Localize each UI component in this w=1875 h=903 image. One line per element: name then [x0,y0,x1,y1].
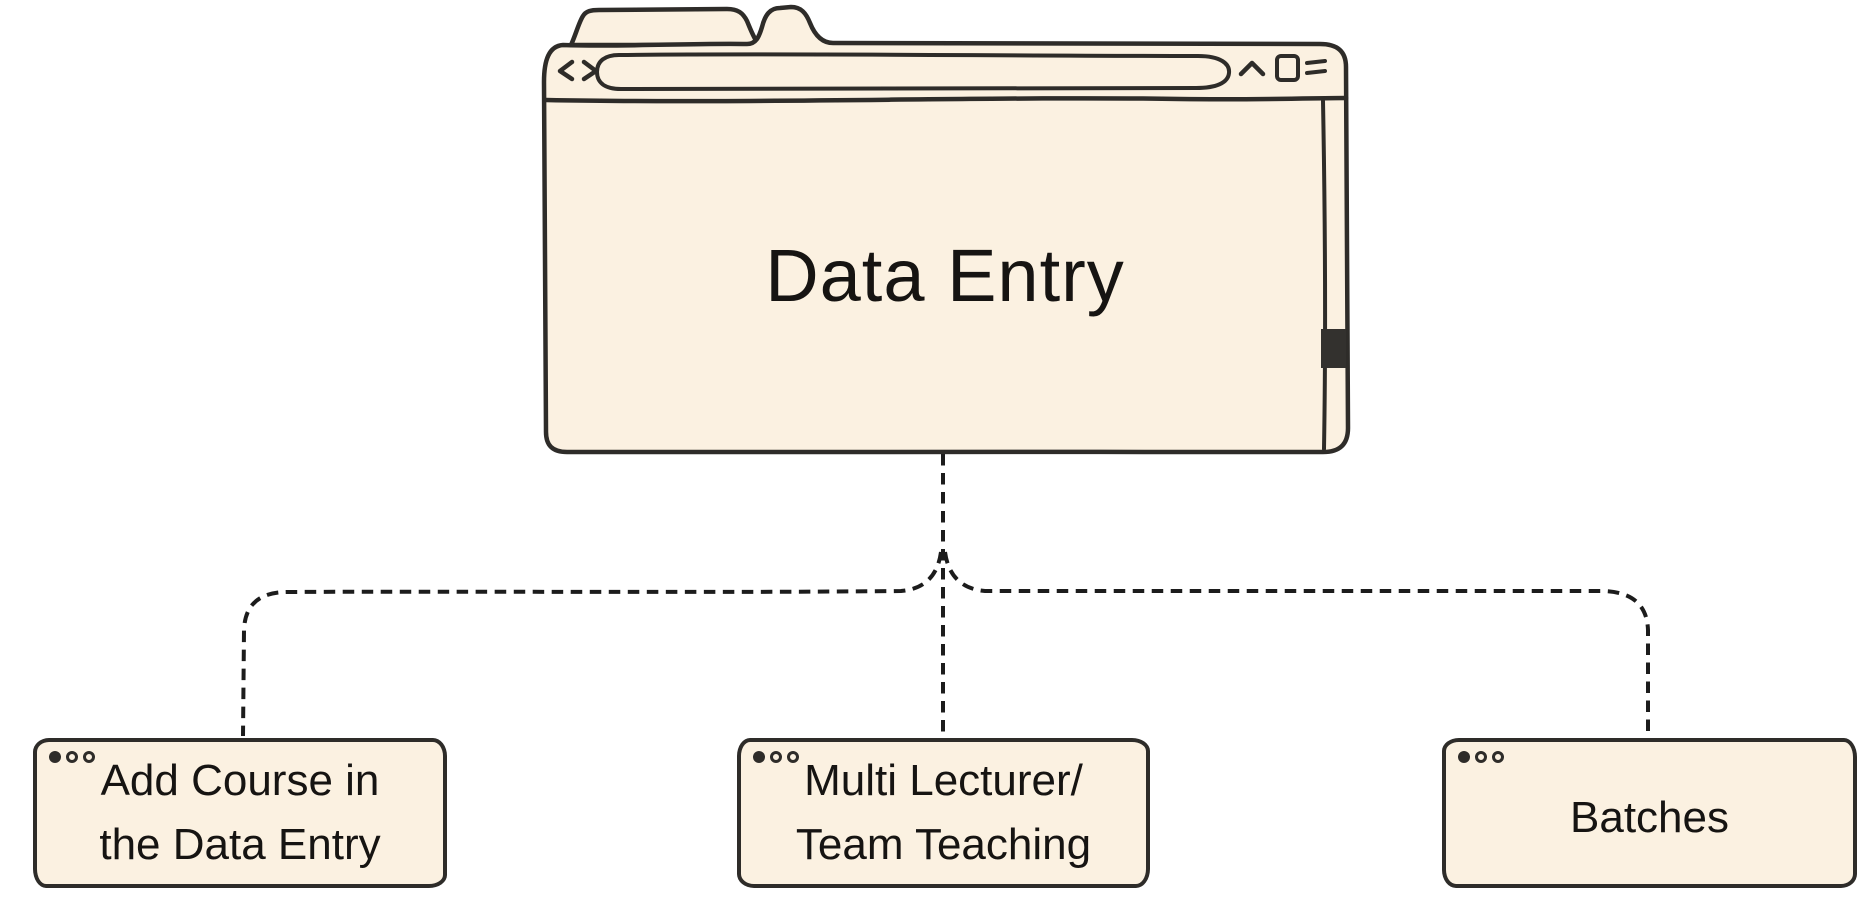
dot-ring-icon [1475,751,1487,763]
dot-ring-icon [83,751,95,763]
node-add-course: Add Course in the Data Entry [33,738,447,888]
dot-filled-icon [49,751,61,763]
node-label-line: the Data Entry [99,820,381,869]
dot-filled-icon [753,751,765,763]
toolbar-divider [543,95,1349,104]
connectors [241,454,1650,737]
window-dots-icon [753,751,799,763]
window-title: Data Entry [765,233,1125,317]
url-bar[interactable] [595,52,1232,91]
browser-window [541,4,1351,455]
window-button-icon[interactable] [1275,54,1300,82]
dot-filled-icon [1458,751,1470,763]
node-label-line: Batches [1570,793,1729,842]
node-label-line: Team Teaching [795,820,1092,869]
connector-root-to-right [943,551,1650,736]
chevron-up-icon[interactable] [1238,60,1266,77]
browser-tab-background[interactable] [568,6,762,48]
dot-ring-icon [770,751,782,763]
node-label-line: Multi Lecturer/ [804,756,1083,805]
connector-root-to-left [241,551,943,737]
dot-ring-icon [1492,751,1504,763]
scrollbar-track[interactable] [1321,99,1328,451]
menu-icon[interactable] [1305,59,1327,75]
node-label-line: Add Course in [100,756,380,805]
back-icon[interactable] [557,59,575,82]
window-dots-icon [49,751,95,763]
window-frame [541,4,1351,455]
dot-ring-icon [787,751,799,763]
dot-ring-icon [66,751,78,763]
node-batches: Batches [1442,738,1857,888]
scrollbar-thumb[interactable] [1321,329,1346,368]
window-dots-icon [1458,751,1504,763]
node-multi-lecturer: Multi Lecturer/ Team Teaching [737,738,1150,888]
